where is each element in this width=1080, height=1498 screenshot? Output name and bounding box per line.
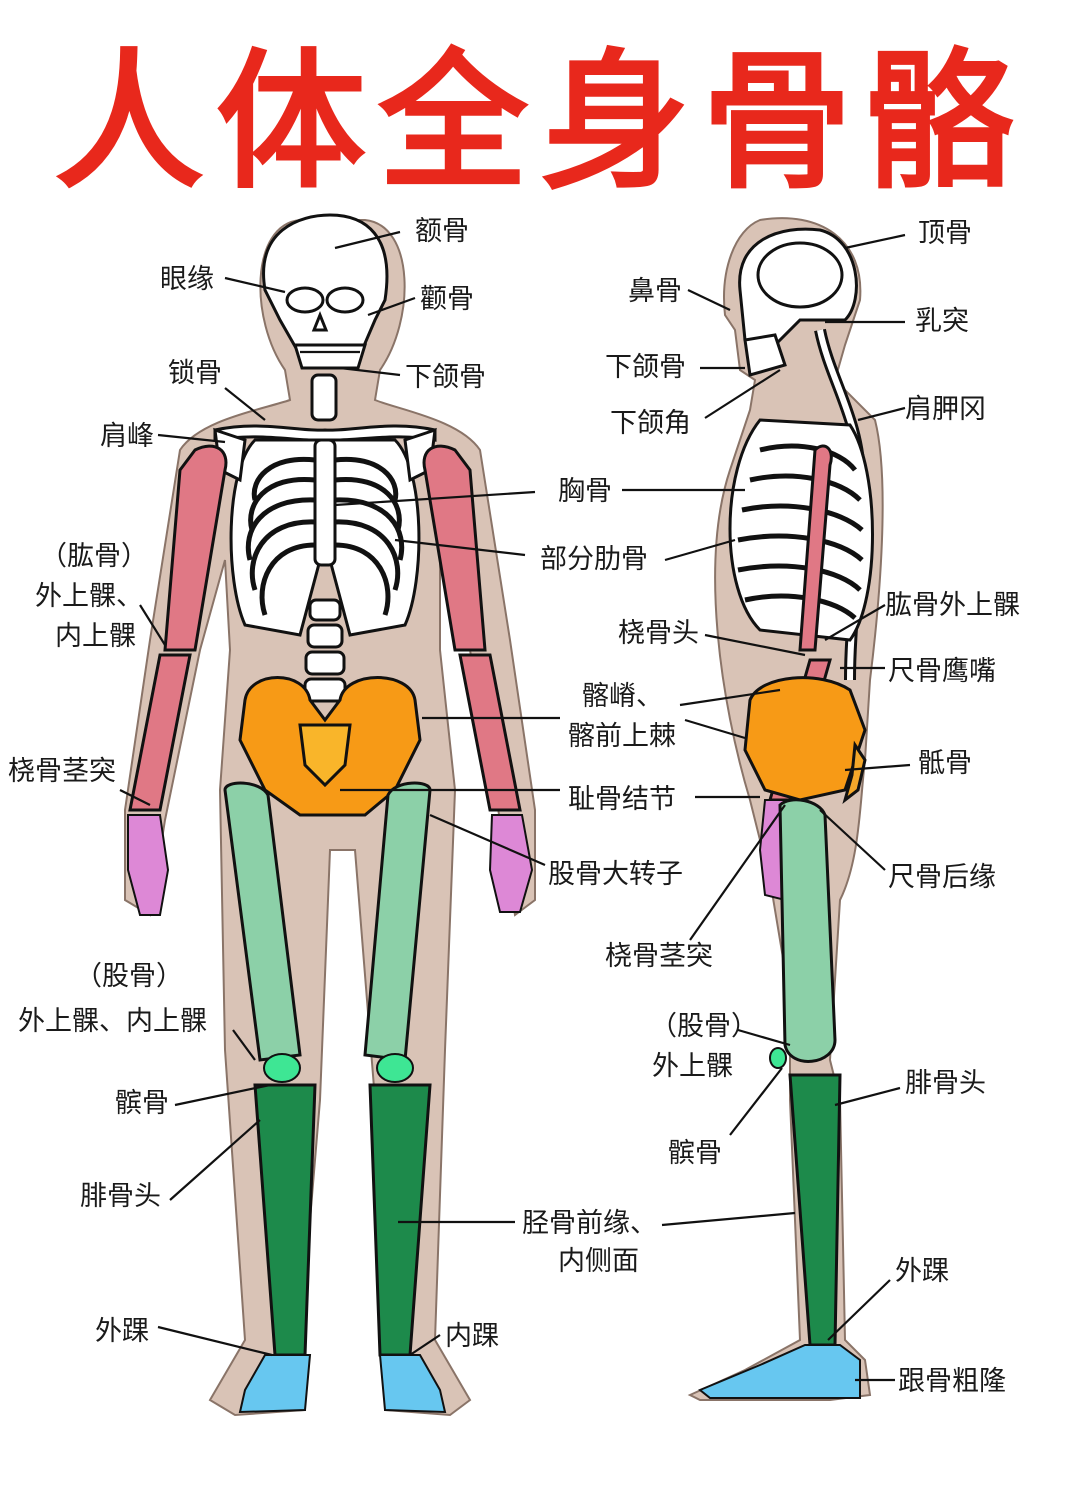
front-left-forearm [128, 653, 192, 812]
side-labels: 顶骨 鼻骨 乳突 下颌骨 下颌角 肩胛冈 肱骨外上髁 尺骨鹰嘴 骶骨 尺骨后缘 … [605, 218, 1020, 1397]
label-humerus-lateral: 肱骨外上髁 [885, 590, 1020, 621]
label-pubic: 耻骨结节 [568, 784, 676, 815]
label-femur-note-side: （股骨） [650, 1011, 758, 1042]
label-acromion: 肩峰 [100, 421, 154, 452]
front-nasal [311, 310, 329, 332]
label-radius-styloid-front: 桡骨茎突 [8, 756, 116, 787]
label-femur-note-front: （股骨） [75, 961, 183, 992]
front-lumbar-spine [303, 598, 347, 703]
front-sternum [313, 438, 337, 567]
front-left-orbit [285, 286, 325, 314]
front-right-forearm [458, 653, 522, 812]
label-calcaneal-tuberosity: 跟骨粗隆 [898, 1366, 1006, 1397]
label-frontal: 额骨 [415, 216, 469, 247]
front-ribs [245, 456, 405, 616]
label-parietal: 顶骨 [918, 218, 972, 249]
side-mandible [743, 333, 787, 377]
label-orbit: 眼缘 [160, 264, 214, 295]
label-radius-head: 桡骨头 [618, 618, 699, 649]
label-clavicle: 锁骨 [168, 358, 222, 389]
label-nasal: 鼻骨 [628, 276, 682, 307]
side-pelvis [743, 676, 867, 802]
front-left-foot [238, 1354, 312, 1414]
label-tibia-2: 内侧面 [558, 1246, 639, 1277]
front-left-humerus [163, 444, 228, 652]
label-fibula-head-side: 腓骨头 [905, 1068, 986, 1099]
label-olecranon: 尺骨鹰嘴 [888, 656, 996, 687]
front-left-femur [223, 781, 302, 1062]
front-neck [310, 373, 338, 422]
label-lateral-malleolus-front: 外踝 [95, 1316, 149, 1347]
label-trochanter: 股骨大转子 [548, 859, 683, 890]
label-mandible-angle: 下颌角 [610, 408, 691, 439]
label-patella-front: 髌骨 [115, 1088, 169, 1119]
front-sacrum [298, 723, 352, 788]
center-labels: 胸骨 部分肋骨 桡骨头 髂嵴、 髂前上棘 耻骨结节 股骨大转子 桡骨茎突 胫骨前… [522, 476, 713, 1277]
side-figure [687, 217, 884, 1401]
label-epicondyles-2: 内上髁 [55, 621, 136, 652]
label-mandible-front: 下颌骨 [405, 362, 486, 393]
front-right-hand [488, 814, 534, 913]
side-femur [778, 798, 837, 1063]
label-radius-styloid-side: 桡骨茎突 [605, 941, 713, 972]
front-mandible [292, 343, 368, 370]
front-labels: 额骨 眼缘 颧骨 锁骨 下颌骨 肩峰 （肱骨） 外上髁、 内上髁 桡骨茎突 （股… [8, 216, 499, 1352]
front-left-patella [263, 1053, 301, 1083]
side-ribcage [728, 418, 874, 642]
page-title: 人体全身骨骼 [53, 36, 1026, 210]
label-lateral-malleolus-side: 外踝 [895, 1256, 949, 1287]
side-parietal-outline [756, 241, 844, 309]
label-sternum: 胸骨 [558, 476, 612, 507]
label-medial-malleolus: 内踝 [445, 1321, 499, 1352]
label-tibia-1: 胫骨前缘、 [522, 1208, 657, 1239]
front-right-femur [363, 781, 432, 1062]
label-femur-lateral: 外上髁 [652, 1051, 733, 1082]
label-iliac-2: 髂前上棘 [568, 721, 676, 752]
front-right-orbit [325, 286, 365, 314]
label-iliac-1: 髂嵴、 [582, 681, 663, 712]
label-fibula-head-front: 腓骨头 [80, 1181, 161, 1212]
label-humerus-note: （肱骨） [40, 541, 148, 572]
label-zygomatic: 颧骨 [420, 284, 474, 315]
front-skull [262, 213, 389, 357]
label-patella-side: 髌骨 [668, 1138, 722, 1169]
label-femur-epicondyles: 外上髁、内上髁 [18, 1006, 207, 1037]
front-right-patella [376, 1053, 414, 1083]
label-scapula: 肩胛冈 [905, 394, 986, 425]
label-epicondyles-1: 外上髁、 [35, 581, 143, 612]
side-humerus [798, 444, 833, 652]
front-right-foot [378, 1354, 447, 1414]
side-patella [769, 1047, 787, 1069]
side-foot [698, 1344, 861, 1399]
front-figure [124, 213, 536, 1417]
label-mandible-side: 下颌骨 [605, 352, 686, 383]
leader-lines [119, 230, 911, 1382]
label-ribs: 部分肋骨 [540, 544, 648, 575]
front-left-hand [127, 814, 170, 916]
label-sacrum: 骶骨 [918, 748, 972, 779]
label-ulna-posterior: 尺骨后缘 [888, 862, 996, 893]
label-mastoid: 乳突 [915, 306, 969, 337]
